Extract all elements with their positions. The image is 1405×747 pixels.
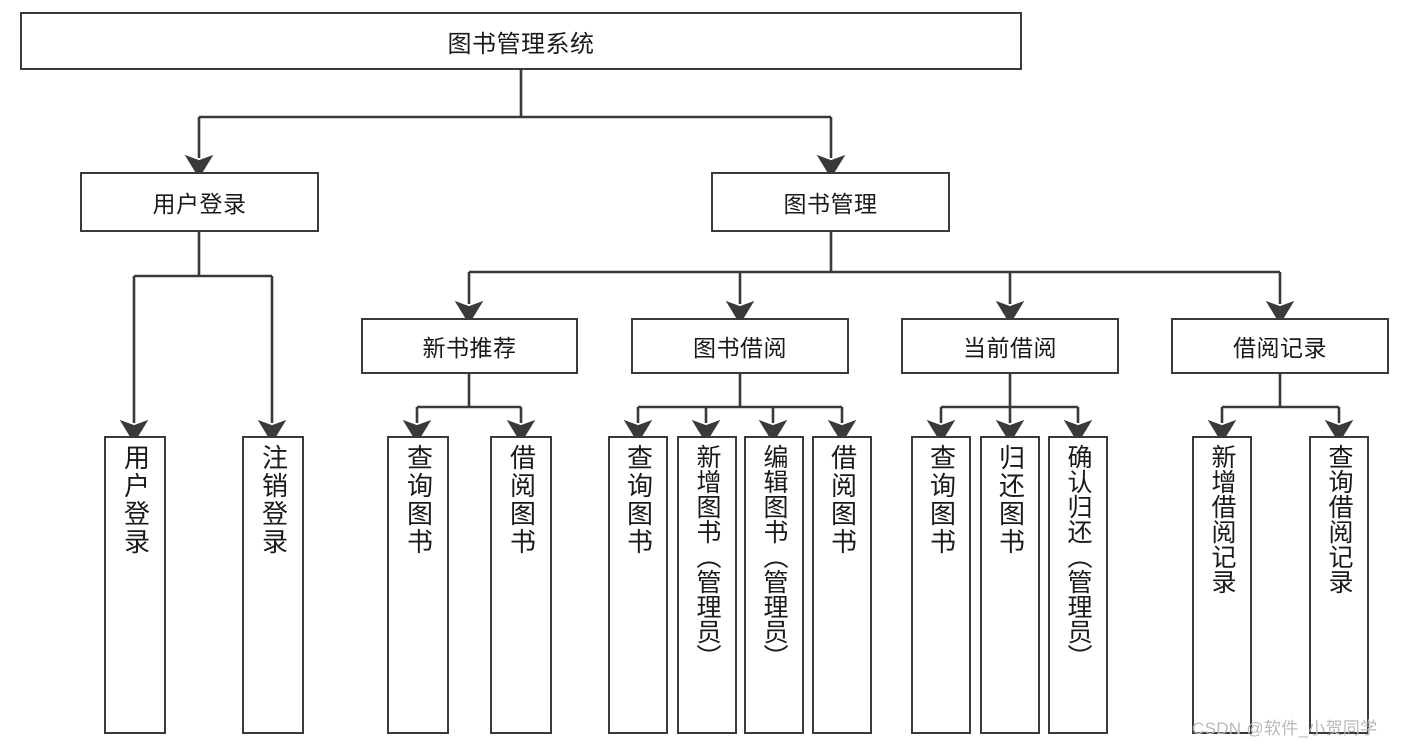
- node-current-borrow[interactable]: 当前借阅: [901, 318, 1119, 374]
- node-leaf-add-record[interactable]: 新增借阅记录: [1192, 436, 1252, 734]
- node-leaf-borrow-book-1-label: 借阅图书: [506, 444, 537, 556]
- node-leaf-query-book-2-label: 查询图书: [623, 444, 654, 556]
- node-leaf-confirm-return[interactable]: 确认归还（管理员）: [1048, 436, 1108, 734]
- node-leaf-borrow-book-2-label: 借阅图书: [827, 444, 858, 556]
- node-new-book-recommend[interactable]: 新书推荐: [361, 318, 578, 374]
- node-new-book-recommend-label: 新书推荐: [422, 335, 517, 361]
- node-leaf-query-record[interactable]: 查询借阅记录: [1309, 436, 1369, 734]
- node-user-login[interactable]: 用户登录: [80, 172, 319, 232]
- node-leaf-query-book-2[interactable]: 查询图书: [608, 436, 668, 734]
- node-leaf-add-book[interactable]: 新增图书（管理员）: [677, 436, 737, 734]
- node-current-borrow-label: 当前借阅: [963, 335, 1057, 361]
- node-book-borrow-label: 图书借阅: [693, 335, 787, 361]
- node-leaf-user-login-label: 用户登录: [120, 444, 151, 556]
- node-user-login-label: 用户登录: [152, 191, 247, 217]
- node-leaf-user-login[interactable]: 用户登录: [104, 436, 166, 734]
- node-leaf-return-book-label: 归还图书: [995, 444, 1026, 556]
- watermark-text: CSDN @软件_小贺同学: [1192, 719, 1378, 738]
- node-leaf-logout-login-label: 注销登录: [258, 444, 289, 556]
- node-leaf-add-book-label: 新增图书（管理员）: [693, 444, 721, 669]
- node-leaf-query-book-3[interactable]: 查询图书: [911, 436, 971, 734]
- node-leaf-query-book-1[interactable]: 查询图书: [387, 436, 449, 734]
- node-root[interactable]: 图书管理系统: [20, 12, 1022, 70]
- node-borrow-record[interactable]: 借阅记录: [1171, 318, 1389, 374]
- node-leaf-borrow-book-1[interactable]: 借阅图书: [490, 436, 552, 734]
- node-leaf-query-record-label: 查询借阅记录: [1325, 444, 1353, 594]
- node-root-label: 图书管理系统: [447, 30, 595, 58]
- node-borrow-record-label: 借阅记录: [1233, 335, 1327, 361]
- node-leaf-return-book[interactable]: 归还图书: [980, 436, 1040, 734]
- node-book-management[interactable]: 图书管理: [711, 172, 950, 232]
- node-book-borrow[interactable]: 图书借阅: [631, 318, 849, 374]
- node-leaf-add-record-label: 新增借阅记录: [1208, 444, 1236, 594]
- node-leaf-edit-book[interactable]: 编辑图书（管理员）: [744, 436, 804, 734]
- node-book-management-label: 图书管理: [783, 191, 878, 217]
- node-leaf-borrow-book-2[interactable]: 借阅图书: [812, 436, 872, 734]
- node-leaf-query-book-3-label: 查询图书: [926, 444, 957, 556]
- node-leaf-confirm-return-label: 确认归还（管理员）: [1064, 444, 1092, 669]
- node-leaf-query-book-1-label: 查询图书: [403, 444, 434, 556]
- node-leaf-edit-book-label: 编辑图书（管理员）: [760, 444, 788, 669]
- node-leaf-logout-login[interactable]: 注销登录: [242, 436, 304, 734]
